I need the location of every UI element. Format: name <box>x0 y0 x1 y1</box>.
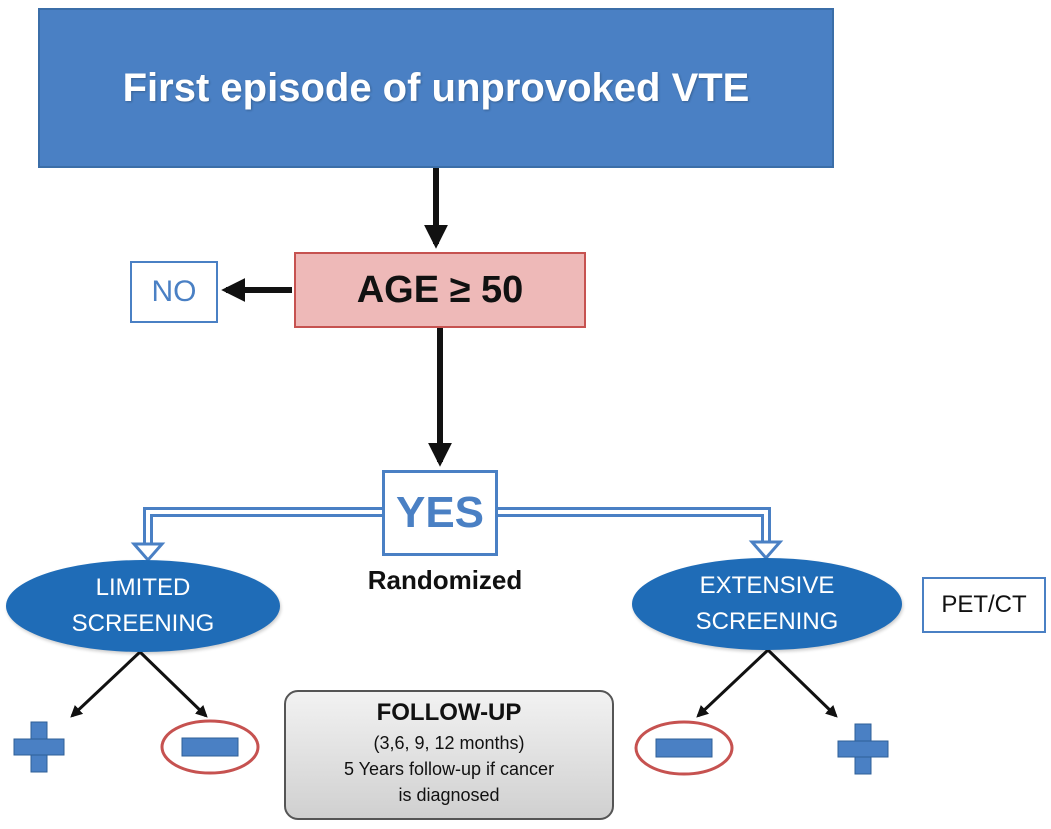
limited-screening-node: LIMITED SCREENING <box>6 560 280 652</box>
randomized-label: Randomized <box>367 565 523 595</box>
age-decision-text: AGE ≥ 50 <box>356 268 524 311</box>
title-text: First episode of unprovoked VTE <box>122 65 750 110</box>
followup-title: FOLLOW-UP <box>376 699 522 726</box>
extensive-line1: EXTENSIVE <box>699 572 835 599</box>
limited-line1: LIMITED <box>95 574 191 601</box>
plus-icon-limited-positive <box>13 721 65 773</box>
arrow-extensive-to-minus <box>696 648 770 718</box>
minus-icon-extensive-negative <box>634 720 734 776</box>
petct-box: PET/CT <box>922 577 1046 633</box>
no-box: NO <box>130 261 218 323</box>
extensive-line2: SCREENING <box>695 608 839 635</box>
minus-icon-limited-negative <box>160 719 260 775</box>
petct-text: PET/CT <box>941 591 1027 618</box>
extensive-screening-node: EXTENSIVE SCREENING <box>632 558 902 650</box>
branch-yes-to-extensive <box>498 507 784 561</box>
yes-box: YES <box>382 470 498 556</box>
yes-text: YES <box>395 488 485 537</box>
arrow-limited-to-plus <box>70 650 142 718</box>
followup-line2: 5 Years follow-up if cancer <box>343 759 555 779</box>
no-text: NO <box>151 275 197 308</box>
followup-line3: is diagnosed <box>398 785 500 805</box>
arrow-extensive-to-plus <box>766 648 838 718</box>
title-box: First episode of unprovoked VTE <box>38 8 834 168</box>
plus-icon-extensive-positive <box>837 723 889 775</box>
arrow-limited-to-minus <box>138 650 208 718</box>
age-decision-box: AGE ≥ 50 <box>294 252 586 328</box>
branch-yes-to-limited <box>130 507 382 563</box>
followup-box: FOLLOW-UP (3,6, 9, 12 months) 5 Years fo… <box>284 690 614 820</box>
limited-line2: SCREENING <box>71 610 215 637</box>
followup-line1: (3,6, 9, 12 months) <box>373 733 525 753</box>
